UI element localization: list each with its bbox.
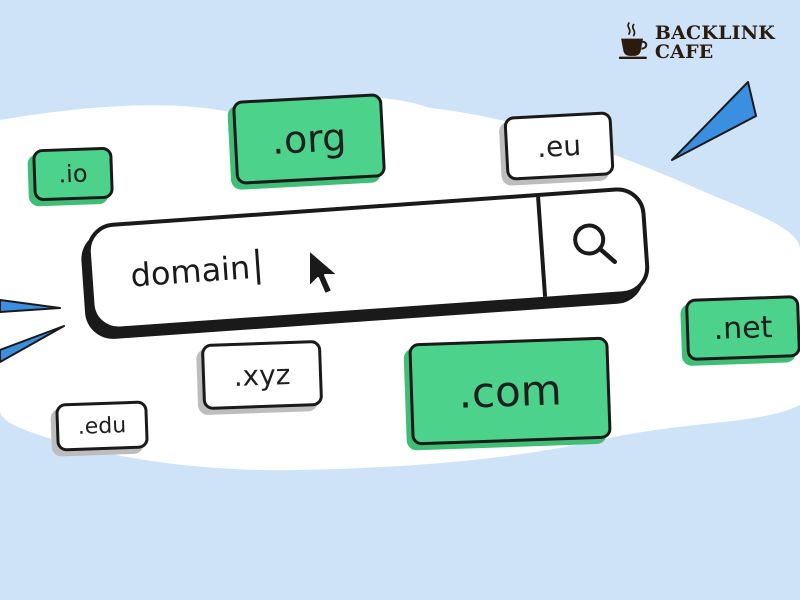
domain-tag-com: .com [408, 336, 612, 446]
domain-tag-xyz: .xyz [200, 339, 324, 411]
coffee-cup-icon [618, 22, 648, 59]
blue-triangle-accent [0, 325, 65, 363]
domain-tag-eu: .eu [503, 111, 615, 181]
mouse-pointer-icon [308, 249, 339, 295]
domain-tag-edu: .edu [55, 400, 149, 452]
magnifier-icon [573, 223, 618, 265]
blue-triangle-accent [671, 81, 757, 161]
domain-tag-org: .org [231, 93, 387, 185]
brand-logo: BACKLINK CAFE [618, 16, 800, 66]
blue-triangle-accent [0, 299, 61, 313]
text-caret [254, 248, 261, 285]
domain-tag-io: .io [32, 146, 114, 202]
search-bar: domain [84, 185, 652, 333]
brand-name: BACKLINK CAFE [654, 22, 776, 63]
domain-tag-net: .net [684, 295, 800, 361]
search-button[interactable] [536, 189, 647, 297]
search-input-value: domain [129, 248, 252, 295]
